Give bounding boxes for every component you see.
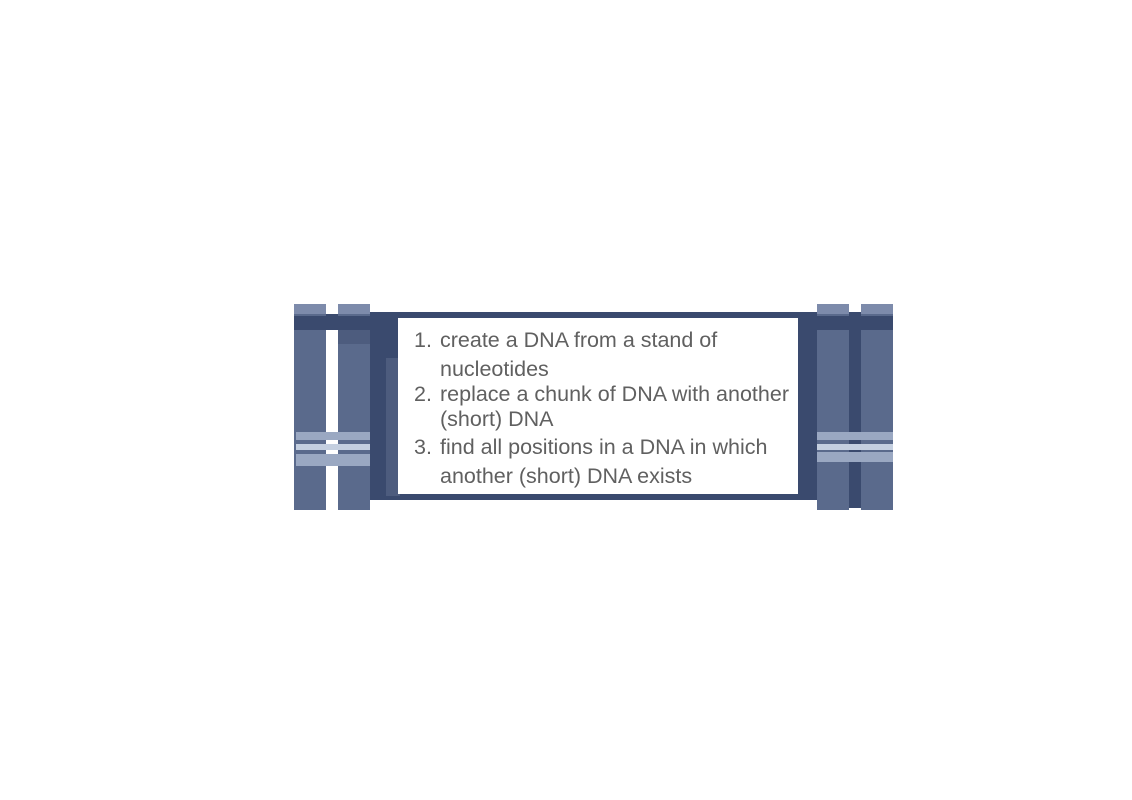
task-number: 1. — [414, 328, 432, 352]
right-roller-stripe-2 — [817, 444, 893, 450]
right-roller-cap-outer — [861, 304, 893, 314]
left-roller-post-outer — [294, 304, 326, 510]
task-item: 2. replace a chunk of DNA with another (… — [414, 382, 798, 432]
right-roller-post-outer — [861, 304, 893, 510]
right-roller-stripe-1 — [817, 432, 893, 440]
task-panel: 1. create a DNA from a stand of nucleoti… — [398, 318, 798, 494]
left-roller-cap-inner — [338, 304, 370, 314]
right-roller-stripe-3 — [817, 452, 893, 462]
left-roller-band-top — [294, 316, 372, 330]
left-roller-shade — [338, 330, 370, 344]
task-text: find all positions in a DNA in which ano… — [440, 435, 768, 488]
task-text: create a DNA from a stand of nucleotides — [440, 328, 718, 381]
task-item: 1. create a DNA from a stand of nucleoti… — [414, 326, 798, 384]
task-list: 1. create a DNA from a stand of nucleoti… — [414, 326, 798, 491]
task-number: 3. — [414, 435, 432, 459]
right-roller-post-inner — [817, 304, 849, 510]
task-number: 2. — [414, 382, 432, 406]
task-item: 3. find all positions in a DNA in which … — [414, 433, 798, 491]
task-text: replace a chunk of DNA with another (sho… — [440, 382, 789, 431]
right-roller-cap-inner — [817, 304, 849, 314]
right-roller-gap — [849, 312, 861, 508]
left-roller-cap-outer — [294, 304, 326, 314]
left-roller-stripe-3 — [296, 454, 370, 466]
scroll-inner-shade — [386, 358, 400, 496]
left-roller-stripe-2 — [296, 444, 370, 450]
left-roller-stripe-1 — [296, 432, 370, 440]
